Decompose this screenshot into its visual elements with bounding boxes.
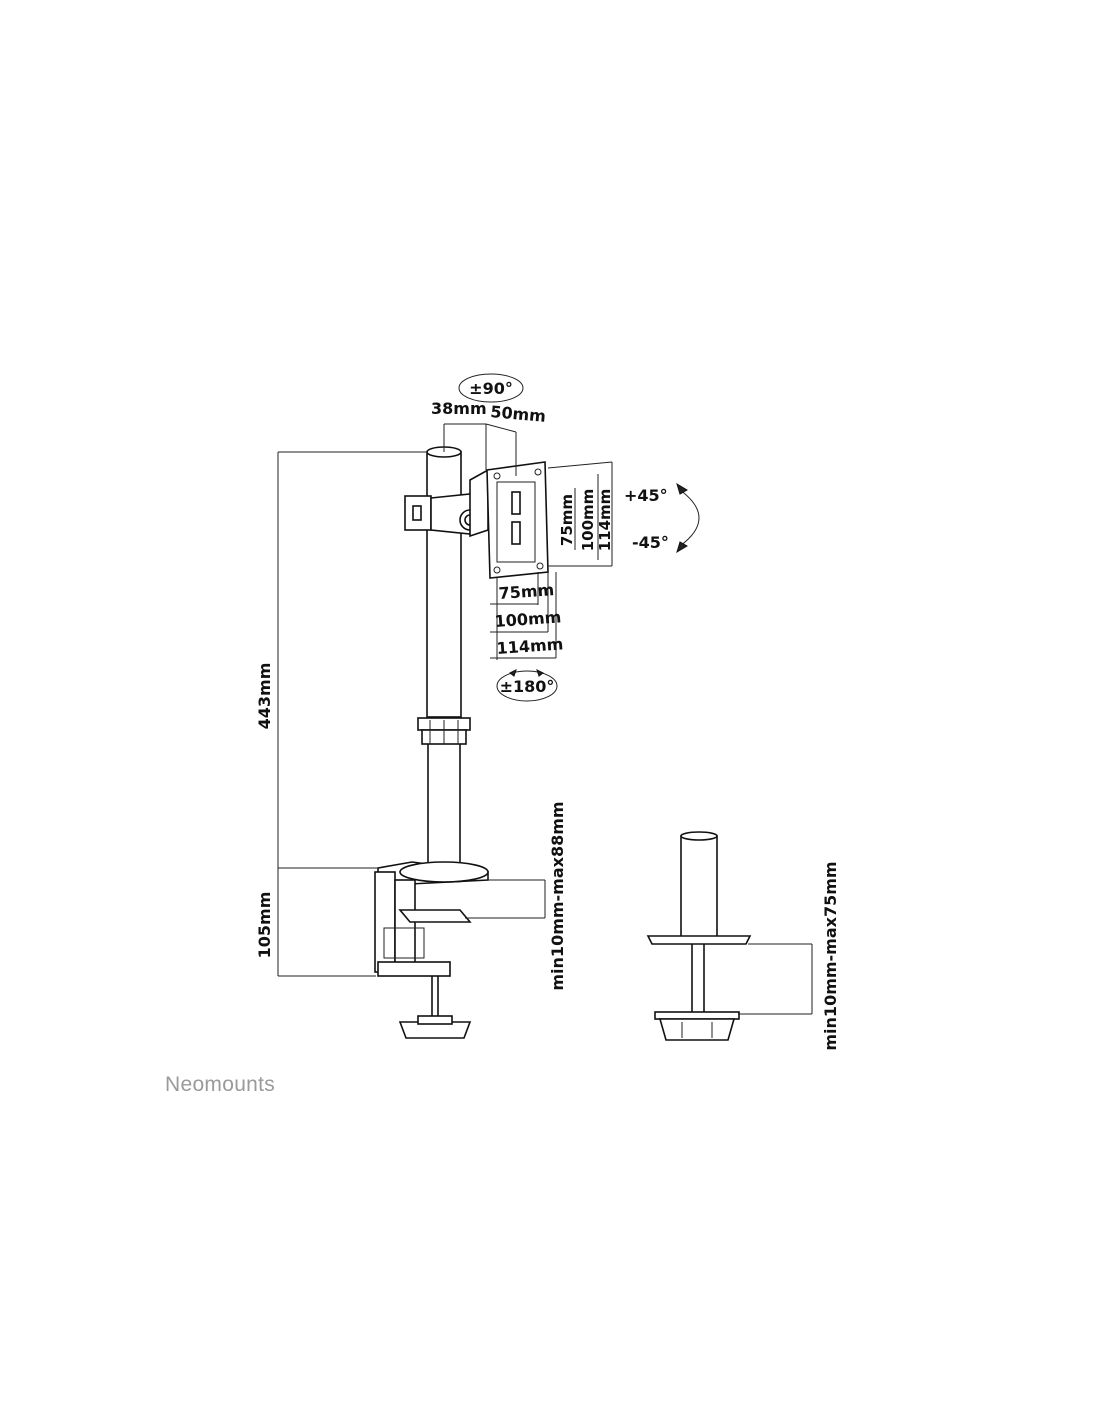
swivel-callout [458,373,524,403]
clamp [374,861,489,1039]
swivel-label: ±90° [469,379,513,398]
grommet-base [646,831,752,1041]
arm-offset-b-label: 50mm [490,402,547,426]
tilt-down-label: -45° [632,533,669,552]
tilt-head [404,468,489,538]
clamp-height-label: 105mm [255,892,274,959]
grommet-range-label: min10mm-max75mm [821,861,840,1050]
vesa-h-75-label: 75mm [498,580,555,603]
vesa-v-75-label: 75mm [558,494,576,546]
vesa-h-100-label: 100mm [494,607,562,631]
arm-offset-a-label: 38mm [431,399,487,418]
pole-height-label: 443mm [255,663,274,730]
vesa-v-114-label: 114mm [596,489,614,552]
dimension-lines [277,423,813,1015]
tilt-up-label: +45° [624,486,668,505]
vesa-v-100-label: 100mm [579,489,597,552]
rotation-label: ±180° [500,677,555,696]
vesa-plate [486,461,549,579]
height-collar [417,717,471,745]
clamp-range-label: min10mm-max88mm [548,801,567,990]
vesa-h-114-label: 114mm [496,634,564,658]
rotation-callout [496,669,558,702]
brand-logo-text: Neomounts [165,1073,276,1096]
tilt-arc [676,482,700,554]
